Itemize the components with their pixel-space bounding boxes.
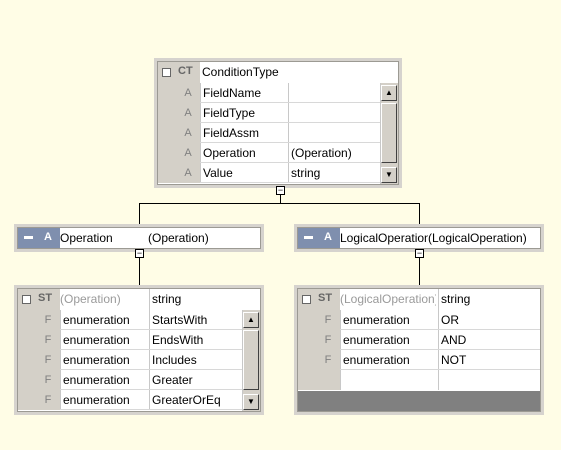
scroll-thumb[interactable] [381, 103, 397, 163]
attribute-icon: A [184, 87, 192, 99]
attribute-icon: A [184, 107, 192, 119]
collapse-icon[interactable] [24, 236, 33, 239]
facet-name: enumeration [60, 310, 149, 330]
facet-value: OR [438, 310, 540, 330]
facet-value: GreaterOrEq [149, 390, 243, 410]
attribute-type: string [288, 163, 380, 183]
empty-row[interactable] [298, 370, 540, 390]
attribute-type [288, 83, 380, 103]
scrollbar[interactable]: ▲ ▼ [242, 310, 260, 411]
scroll-down-icon[interactable]: ▼ [381, 167, 397, 183]
expand-icon[interactable]: − [276, 185, 285, 195]
attribute-name: FieldName [200, 83, 288, 103]
facet-value: StartsWith [149, 310, 243, 330]
attribute-name: FieldAssm [200, 123, 288, 143]
scroll-thumb[interactable] [243, 330, 259, 390]
connector-line [280, 194, 281, 204]
logical-type-title: (LogicalOperation) [340, 292, 436, 306]
simple-type-icon: ST [38, 292, 53, 304]
operation-type-base: string [149, 289, 262, 310]
facet-name: enumeration [340, 330, 438, 350]
table-row[interactable]: A Operation(Operation) [158, 143, 381, 163]
logical-operation-attribute-box[interactable]: A LogicalOperation (LogicalOperation) − [294, 224, 544, 258]
operation-attribute-box[interactable]: A Operation (Operation) − [14, 224, 264, 258]
logical-attribute-type: (LogicalOperation) [428, 231, 527, 245]
logical-type-header: ST (LogicalOperation) string [298, 289, 540, 310]
attribute-icon: A [324, 231, 332, 243]
table-row[interactable]: A FieldAssm [158, 123, 381, 143]
empty-area [298, 391, 540, 411]
facet-name: enumeration [60, 390, 149, 410]
logical-type-base: string [438, 289, 543, 310]
facet-value: EndsWith [149, 330, 243, 350]
facet-icon: F [44, 314, 52, 326]
operation-attribute-type: (Operation) [148, 231, 209, 245]
attribute-type [288, 123, 380, 143]
facet-icon: F [324, 314, 332, 326]
facet-value: Includes [149, 350, 243, 370]
attribute-type [288, 103, 380, 123]
facet-icon: F [44, 394, 52, 406]
expand-icon[interactable]: − [135, 248, 144, 258]
facet-value: Greater [149, 370, 243, 390]
operation-attribute-name: Operation [60, 231, 113, 245]
attribute-name: Value [200, 163, 288, 183]
attribute-name: FieldType [200, 103, 288, 123]
condition-type-title: ConditionType [202, 65, 279, 79]
facet-icon: F [44, 354, 52, 366]
attribute-name: Operation [200, 143, 288, 163]
facet-name: enumeration [60, 350, 149, 370]
facet-name: enumeration [340, 350, 438, 370]
collapse-icon[interactable] [304, 236, 313, 239]
table-row[interactable]: A FieldName [158, 83, 381, 103]
expand-icon[interactable]: − [415, 248, 424, 258]
operation-type-title: (Operation) [60, 292, 121, 306]
facet-value: NOT [438, 350, 540, 370]
scroll-up-icon[interactable]: ▲ [243, 312, 259, 328]
collapse-icon[interactable] [302, 295, 311, 304]
connector-line [419, 258, 420, 288]
connector-line [139, 258, 140, 288]
connector-line [139, 203, 140, 227]
facet-icon: F [44, 374, 52, 386]
collapse-icon[interactable] [162, 68, 171, 77]
facet-icon: F [44, 334, 52, 346]
table-row[interactable]: A FieldType [158, 103, 381, 123]
facet-icon: F [324, 354, 332, 366]
logical-attribute-name: LogicalOperation [340, 231, 428, 245]
attribute-type: (Operation) [288, 143, 380, 163]
attribute-icon: A [184, 127, 192, 139]
facet-name: enumeration [340, 310, 438, 330]
scrollbar[interactable]: ▲ ▼ [380, 83, 398, 184]
complex-type-icon: CT [178, 65, 193, 77]
connector-line [419, 203, 420, 227]
operation-type-header: ST (Operation) string [18, 289, 260, 310]
attribute-icon: A [44, 231, 52, 243]
condition-type-header: CT ConditionType [158, 62, 398, 83]
connector-line [139, 203, 420, 204]
attribute-icon: A [184, 147, 192, 159]
facet-value: AND [438, 330, 540, 350]
facet-name: enumeration [60, 370, 149, 390]
attribute-icon: A [184, 167, 192, 179]
scroll-down-icon[interactable]: ▼ [243, 394, 259, 410]
simple-type-icon: ST [318, 292, 333, 304]
collapse-icon[interactable] [22, 295, 31, 304]
facet-icon: F [324, 334, 332, 346]
facet-name: enumeration [60, 330, 149, 350]
scroll-up-icon[interactable]: ▲ [381, 85, 397, 101]
